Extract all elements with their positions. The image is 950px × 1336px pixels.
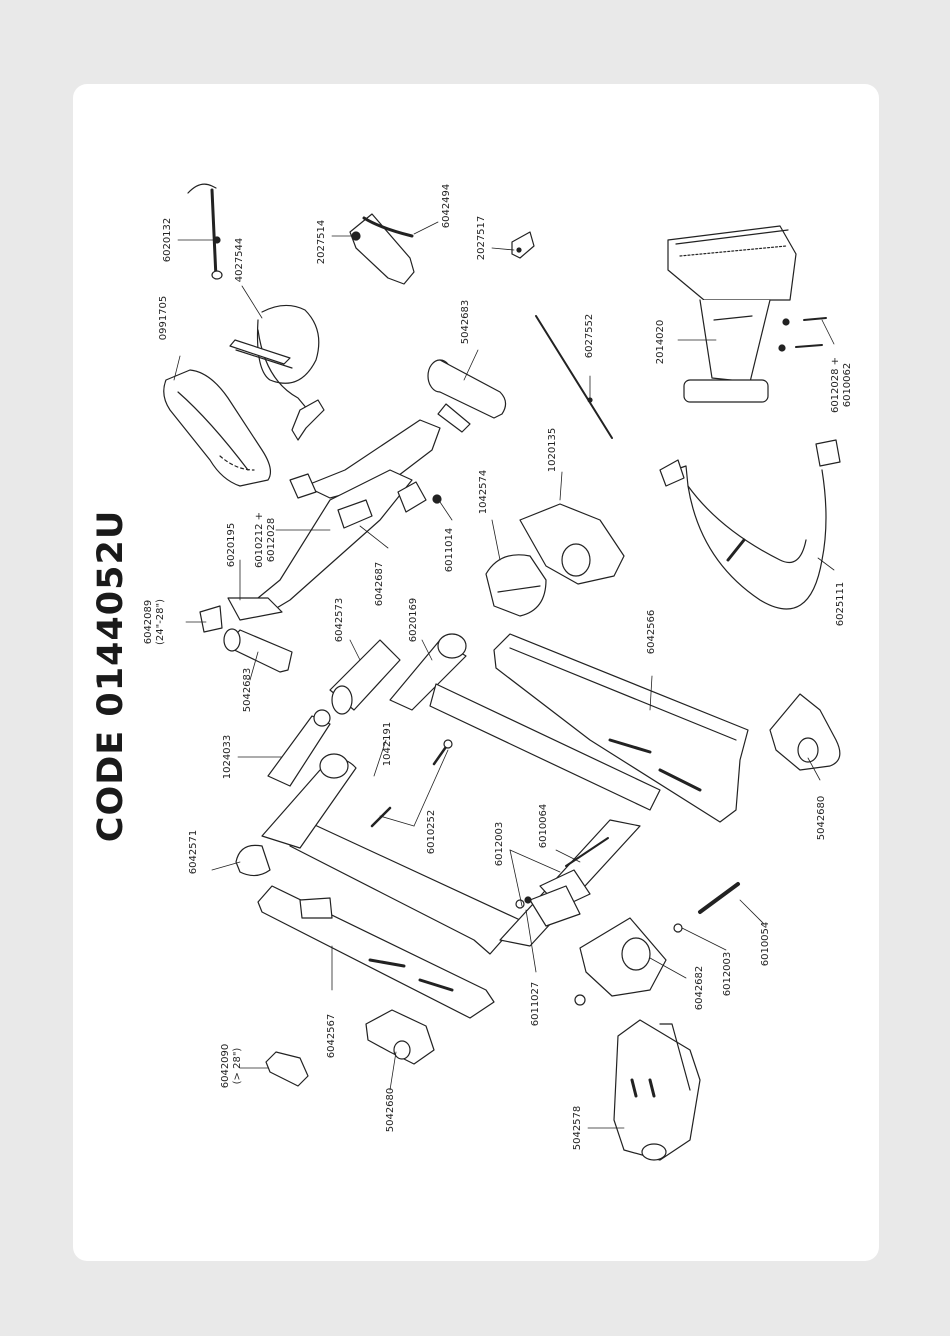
part-label-6042682: 6042682: [694, 965, 705, 1011]
roller-parts-middle: [223, 628, 401, 715]
skewer-part: [187, 183, 223, 280]
short-cover-part: [257, 885, 495, 1019]
part-label-6010054: 6010054: [760, 921, 771, 967]
wedge-part-6042090: [265, 1051, 309, 1087]
part-label-6020195: 6020195: [226, 522, 237, 568]
part-label-5042680-right: 5042680: [816, 795, 827, 841]
sensor-cable-part: [659, 439, 841, 610]
part-label-6042567: 6042567: [326, 1013, 337, 1059]
end-cap-part-right: [769, 693, 841, 771]
leader-lines: [173, 221, 835, 1129]
part-label-4027544: 4027544: [234, 237, 245, 283]
part-label-6042090: 6042090(> 28"): [220, 1043, 243, 1089]
bolt-parts-6010252: [370, 739, 453, 828]
pin-part: [673, 882, 740, 933]
part-label-6010064: 6010064: [538, 803, 549, 849]
part-label-6042494: 6042494: [441, 183, 452, 229]
cradle-part: [579, 917, 667, 997]
part-label-1024033: 1024033: [222, 734, 233, 780]
part-label-5042683-middle: 5042683: [242, 667, 253, 713]
roller-part-upper: [427, 359, 507, 433]
part-label-6020169: 6020169: [408, 597, 419, 643]
clamp-assembly-part: [485, 503, 625, 617]
spring-rod-part: [535, 315, 613, 439]
part-label-6011014: 6011014: [444, 527, 455, 573]
part-label-6042573: 6042573: [334, 597, 345, 643]
brake-cable-part: [229, 304, 325, 441]
part-label-6042571: 6042571: [188, 829, 199, 875]
part-label-6010252: 6010252: [426, 809, 437, 855]
part-label-6042566: 6042566: [646, 609, 657, 655]
page-title: CODE 0144052U: [91, 509, 131, 843]
part-label-1042191: 1042191: [382, 721, 393, 767]
part-label-0991705: 0991705: [158, 295, 169, 341]
mount-bracket-part: [349, 213, 415, 285]
part-label-6010212: 6010212 +6012028: [254, 511, 277, 569]
part-label-2014020: 2014020: [655, 319, 666, 365]
part-label-6020132: 6020132: [162, 217, 173, 263]
part-label-6011027: 6011027: [530, 981, 541, 1027]
part-label-5042683-upper: 5042683: [460, 299, 471, 345]
end-cap-part-lower: [365, 1009, 435, 1065]
part-label-6042089: 6042089(24"-28"): [143, 598, 166, 646]
part-label-6027552: 6027552: [584, 313, 595, 359]
part-label-5042680-lower: 5042680: [385, 1087, 396, 1133]
part-label-6012003-left: 6012003: [494, 821, 505, 867]
part-label-6042687: 6042687: [374, 561, 385, 607]
main-frame-part: [199, 419, 442, 633]
resistance-unit-part: [667, 225, 827, 403]
foot-part: [613, 1019, 701, 1161]
long-cover-part: [493, 633, 749, 823]
mounting-plates-part: [515, 837, 609, 1006]
flywheel-cover-part: [163, 369, 272, 487]
part-label-6012003-right: 6012003: [722, 951, 733, 997]
connector-part: [511, 231, 535, 259]
part-label-2027514: 2027514: [316, 219, 327, 265]
part-label-1020135: 1020135: [547, 427, 558, 473]
part-label-6025111: 6025111: [835, 581, 846, 627]
part-label-1042574: 1042574: [478, 469, 489, 515]
part-label-6012028: 6012028 +6010062: [830, 356, 853, 414]
part-label-2027517: 2027517: [476, 215, 487, 261]
shaft-parts: [235, 709, 357, 877]
part-label-5042578: 5042578: [572, 1105, 583, 1151]
